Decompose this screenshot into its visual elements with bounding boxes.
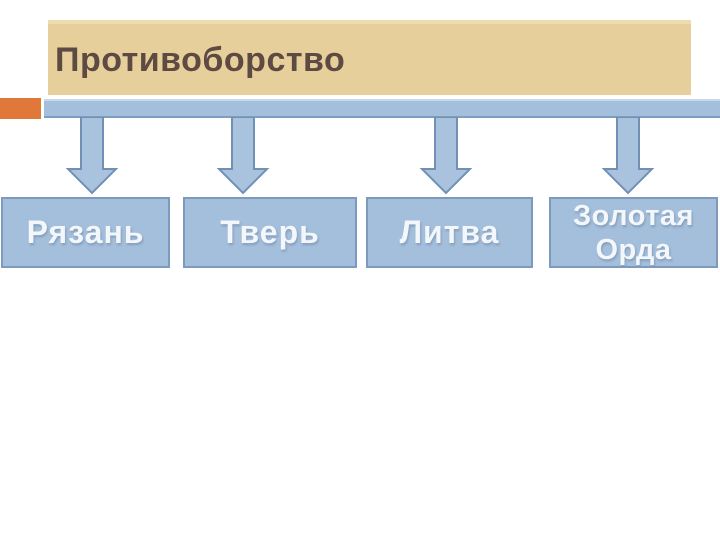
arrows-layer [65, 117, 655, 195]
slide-title: Противоборство [55, 41, 346, 79]
node-box-zolotaya-orda: Золотая Орда [549, 197, 718, 268]
node-box-tver: Тверь [183, 197, 357, 268]
down-arrow-icon [65, 117, 119, 195]
node-label: Тверь [220, 214, 320, 250]
down-arrow-icon [601, 117, 655, 195]
down-arrow-icon [216, 117, 270, 195]
node-box-litva: Литва [366, 197, 533, 268]
accent-block [0, 98, 41, 119]
title-bar: Противоборство [48, 20, 691, 95]
node-label: Литва [399, 214, 500, 250]
down-arrow-icon [419, 117, 473, 195]
node-box-ryazan: Рязань [1, 197, 170, 268]
node-label: Золотая Орда [573, 200, 694, 267]
connector-bar [44, 99, 720, 118]
node-label: Рязань [26, 214, 145, 250]
